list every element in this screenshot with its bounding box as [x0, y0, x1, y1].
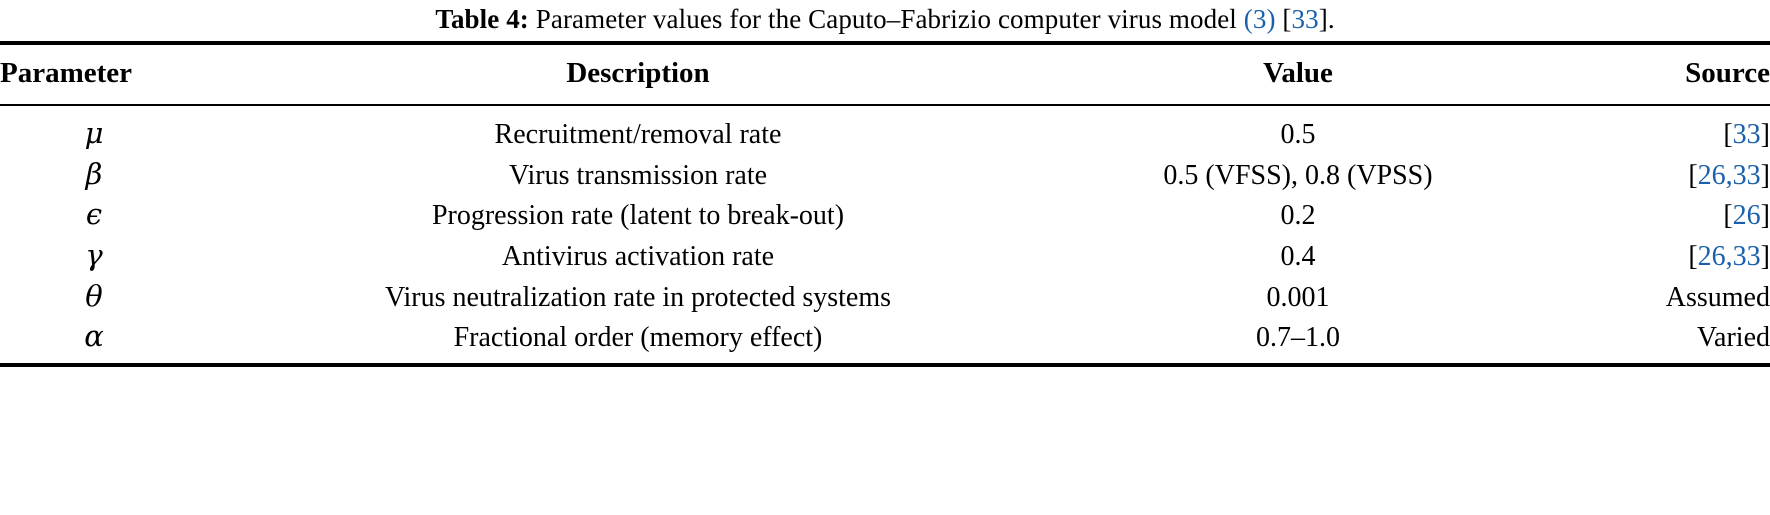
- caption-bracket-open: [: [1282, 4, 1292, 34]
- source-bracket-open: [: [1688, 241, 1698, 273]
- cell-parameter: α: [84, 319, 104, 354]
- source-citation-link[interactable]: 26: [1732, 200, 1761, 232]
- column-header-value: Value: [1263, 57, 1333, 89]
- column-header-source: Source: [1685, 57, 1770, 89]
- column-header-description: Description: [566, 57, 710, 89]
- cell-parameter: γ: [85, 238, 103, 273]
- source-bracket-open: [: [1688, 159, 1698, 191]
- caption-period: .: [1327, 4, 1335, 34]
- cell-description: Fractional order (memory effect): [453, 322, 823, 354]
- caption-bracket-close: ]: [1318, 4, 1328, 34]
- table-header-row: Parameter Description Value Source: [0, 45, 1770, 104]
- table-row: μ Recruitment/removal rate 0.5 [33]: [0, 106, 1770, 155]
- caption-label: Table 4:: [435, 4, 529, 34]
- cell-description: Progression rate (latent to break-out): [431, 200, 845, 232]
- table-caption: Table 4: Parameter values for the Caputo…: [0, 0, 1770, 41]
- cell-source: [26]: [1508, 195, 1770, 236]
- source-plain-text: Varied: [1696, 322, 1770, 354]
- cell-value: 0.4: [1280, 241, 1316, 273]
- cell-source: [26,33]: [1508, 236, 1770, 277]
- source-bracket-close: ]: [1760, 119, 1770, 150]
- source-bracket-close: ]: [1760, 241, 1770, 273]
- parameter-table-body: μ Recruitment/removal rate 0.5 [33] β Vi…: [0, 106, 1770, 363]
- cell-source: [33]: [1508, 106, 1770, 155]
- cell-value: 0.2: [1280, 200, 1316, 232]
- table-row: β Virus transmission rate 0.5 (VFSS), 0.…: [0, 155, 1770, 196]
- table-mid-rule: [0, 104, 1770, 106]
- caption-citation-link[interactable]: 33: [1291, 4, 1319, 34]
- cell-parameter: ϵ: [85, 197, 103, 232]
- column-header-parameter: Parameter: [0, 57, 133, 89]
- source-citation-link[interactable]: 26,33: [1697, 159, 1761, 191]
- cell-description: Antivirus activation rate: [501, 241, 775, 273]
- table-row: γ Antivirus activation rate 0.4 [26,33]: [0, 236, 1770, 277]
- table-bottom-rule: [0, 363, 1770, 368]
- source-bracket-close: ]: [1760, 159, 1770, 191]
- cell-source: Varied: [1508, 317, 1770, 363]
- table-body: μ Recruitment/removal rate 0.5 [33] β Vi…: [0, 106, 1770, 363]
- source-plain-text: Assumed: [1665, 281, 1770, 313]
- source-bracket-open: [: [1723, 200, 1733, 232]
- cell-value: 0.5 (VFSS), 0.8 (VPSS): [1163, 159, 1433, 191]
- cell-parameter: θ: [85, 278, 103, 313]
- cell-parameter: μ: [84, 116, 104, 150]
- source-bracket-open: [: [1723, 119, 1733, 150]
- cell-description: Virus neutralization rate in protected s…: [384, 281, 892, 313]
- table-row: θ Virus neutralization rate in protected…: [0, 277, 1770, 318]
- caption-text: Parameter values for the Caputo–Fabrizio…: [535, 4, 1237, 34]
- cell-value: 0.001: [1266, 281, 1330, 313]
- cell-source: [26,33]: [1508, 155, 1770, 196]
- cell-source: Assumed: [1508, 277, 1770, 318]
- cell-description: Virus transmission rate: [508, 159, 768, 191]
- source-citation-link[interactable]: 26,33: [1697, 241, 1761, 273]
- cell-value: 0.7–1.0: [1256, 322, 1340, 354]
- parameter-table: Parameter Description Value Source: [0, 45, 1770, 104]
- table-top-rule: [0, 41, 1770, 45]
- cell-value: 0.5: [1280, 119, 1316, 150]
- source-citation-link[interactable]: 33: [1732, 119, 1761, 150]
- table-row: ϵ Progression rate (latent to break-out)…: [0, 195, 1770, 236]
- caption-equation-link[interactable]: (3): [1243, 4, 1276, 34]
- table-row: α Fractional order (memory effect) 0.7–1…: [0, 317, 1770, 363]
- source-bracket-close: ]: [1760, 200, 1770, 232]
- cell-description: Recruitment/removal rate: [494, 119, 782, 150]
- table-header: Parameter Description Value Source: [0, 45, 1770, 104]
- cell-parameter: β: [85, 156, 103, 191]
